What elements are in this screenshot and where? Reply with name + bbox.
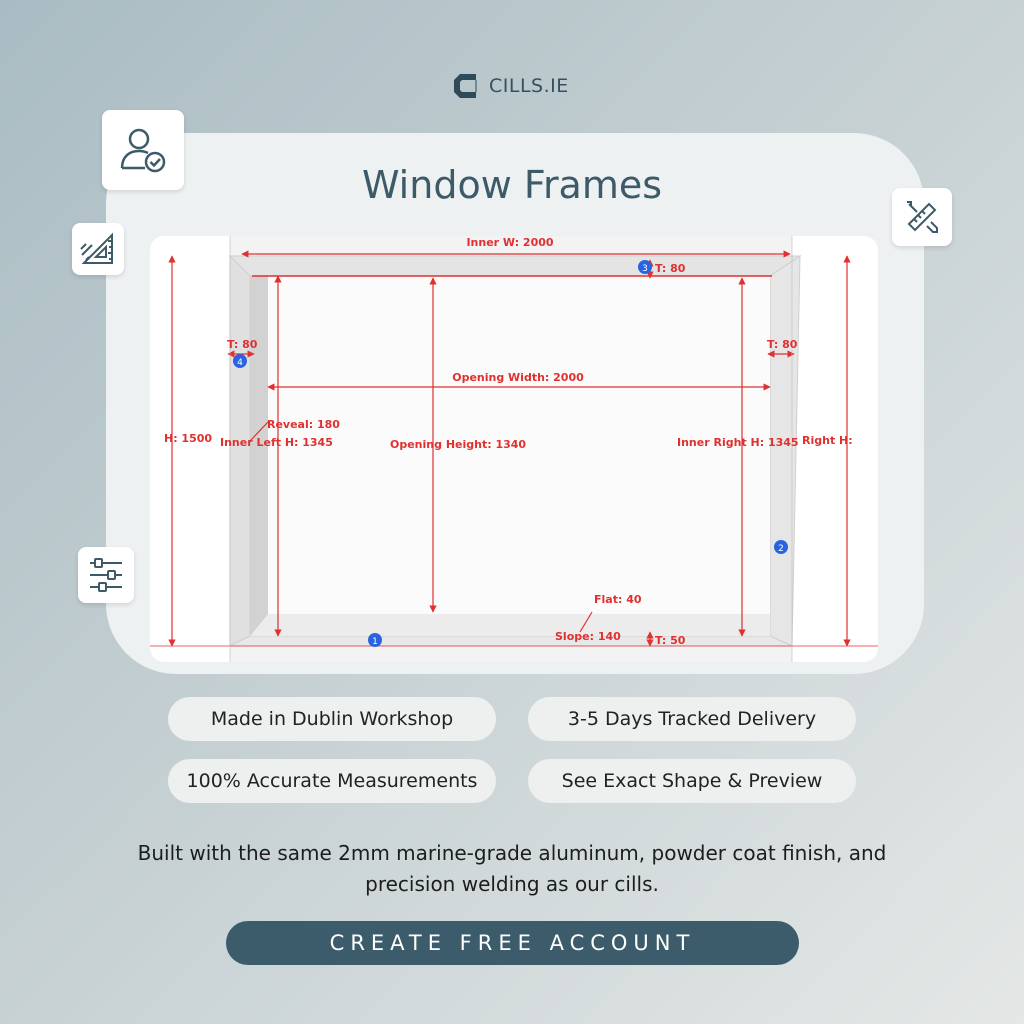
feature-pill-dublin: Made in Dublin Workshop bbox=[168, 697, 496, 741]
marker-3[interactable]: 3 bbox=[638, 260, 652, 274]
pencil-ruler-icon bbox=[907, 201, 938, 233]
dim-thickness-top: T: 80 bbox=[655, 262, 686, 275]
feature-pill-preview: See Exact Shape & Preview bbox=[528, 759, 856, 803]
sliders-tile bbox=[78, 547, 134, 603]
dim-opening-width: Opening Width: 2000 bbox=[452, 371, 584, 384]
feature-pill-accuracy: 100% Accurate Measurements bbox=[168, 759, 496, 803]
brand-logo[interactable]: CILLS.IE bbox=[451, 70, 569, 102]
svg-text:4: 4 bbox=[237, 358, 243, 368]
dim-inner-right-height: Inner Right H: 1345 bbox=[677, 436, 799, 449]
dim-reveal: Reveal: 180 bbox=[267, 418, 340, 431]
marker-4[interactable]: 4 bbox=[233, 354, 247, 368]
dim-thickness-bottom: T: 50 bbox=[655, 634, 686, 647]
create-account-button[interactable]: CREATE FREE ACCOUNT bbox=[226, 921, 799, 965]
svg-text:3: 3 bbox=[642, 264, 648, 274]
svg-text:2: 2 bbox=[778, 544, 784, 554]
description-text: Built with the same 2mm marine-grade alu… bbox=[137, 841, 887, 896]
set-square-ruler-icon bbox=[80, 232, 113, 264]
feature-pill-delivery: 3-5 Days Tracked Delivery bbox=[528, 697, 856, 741]
dim-thickness-left: T: 80 bbox=[227, 338, 258, 351]
dim-height: H: 1500 bbox=[164, 432, 212, 445]
frame-svg: Inner W: 2000 T: 80 T: 80 T: 80 Opening … bbox=[150, 236, 878, 662]
set-square-tile bbox=[72, 223, 124, 275]
dim-opening-height: Opening Height: 1340 bbox=[390, 438, 526, 451]
dim-inner-width: Inner W: 2000 bbox=[466, 236, 553, 249]
dim-flat: Flat: 40 bbox=[594, 593, 642, 606]
user-check-tile bbox=[102, 110, 184, 190]
window-frame-diagram: Inner W: 2000 T: 80 T: 80 T: 80 Opening … bbox=[150, 236, 878, 662]
user-check-icon bbox=[120, 128, 166, 173]
marker-1[interactable]: 1 bbox=[368, 633, 382, 647]
page-title: Window Frames bbox=[361, 163, 663, 207]
svg-text:1: 1 bbox=[372, 637, 378, 647]
dim-thickness-right: T: 80 bbox=[767, 338, 798, 351]
sliders-icon bbox=[90, 558, 122, 592]
dim-slope: Slope: 140 bbox=[555, 630, 621, 643]
dim-right-height: Right H: bbox=[802, 434, 853, 447]
c-logo-icon bbox=[454, 74, 477, 98]
dimension-lines bbox=[150, 236, 878, 662]
marker-2[interactable]: 2 bbox=[774, 540, 788, 554]
pencil-ruler-tile bbox=[892, 188, 952, 246]
dim-inner-left-height: Inner Left H: 1345 bbox=[220, 436, 333, 449]
brand-name: CILLS.IE bbox=[489, 75, 569, 97]
